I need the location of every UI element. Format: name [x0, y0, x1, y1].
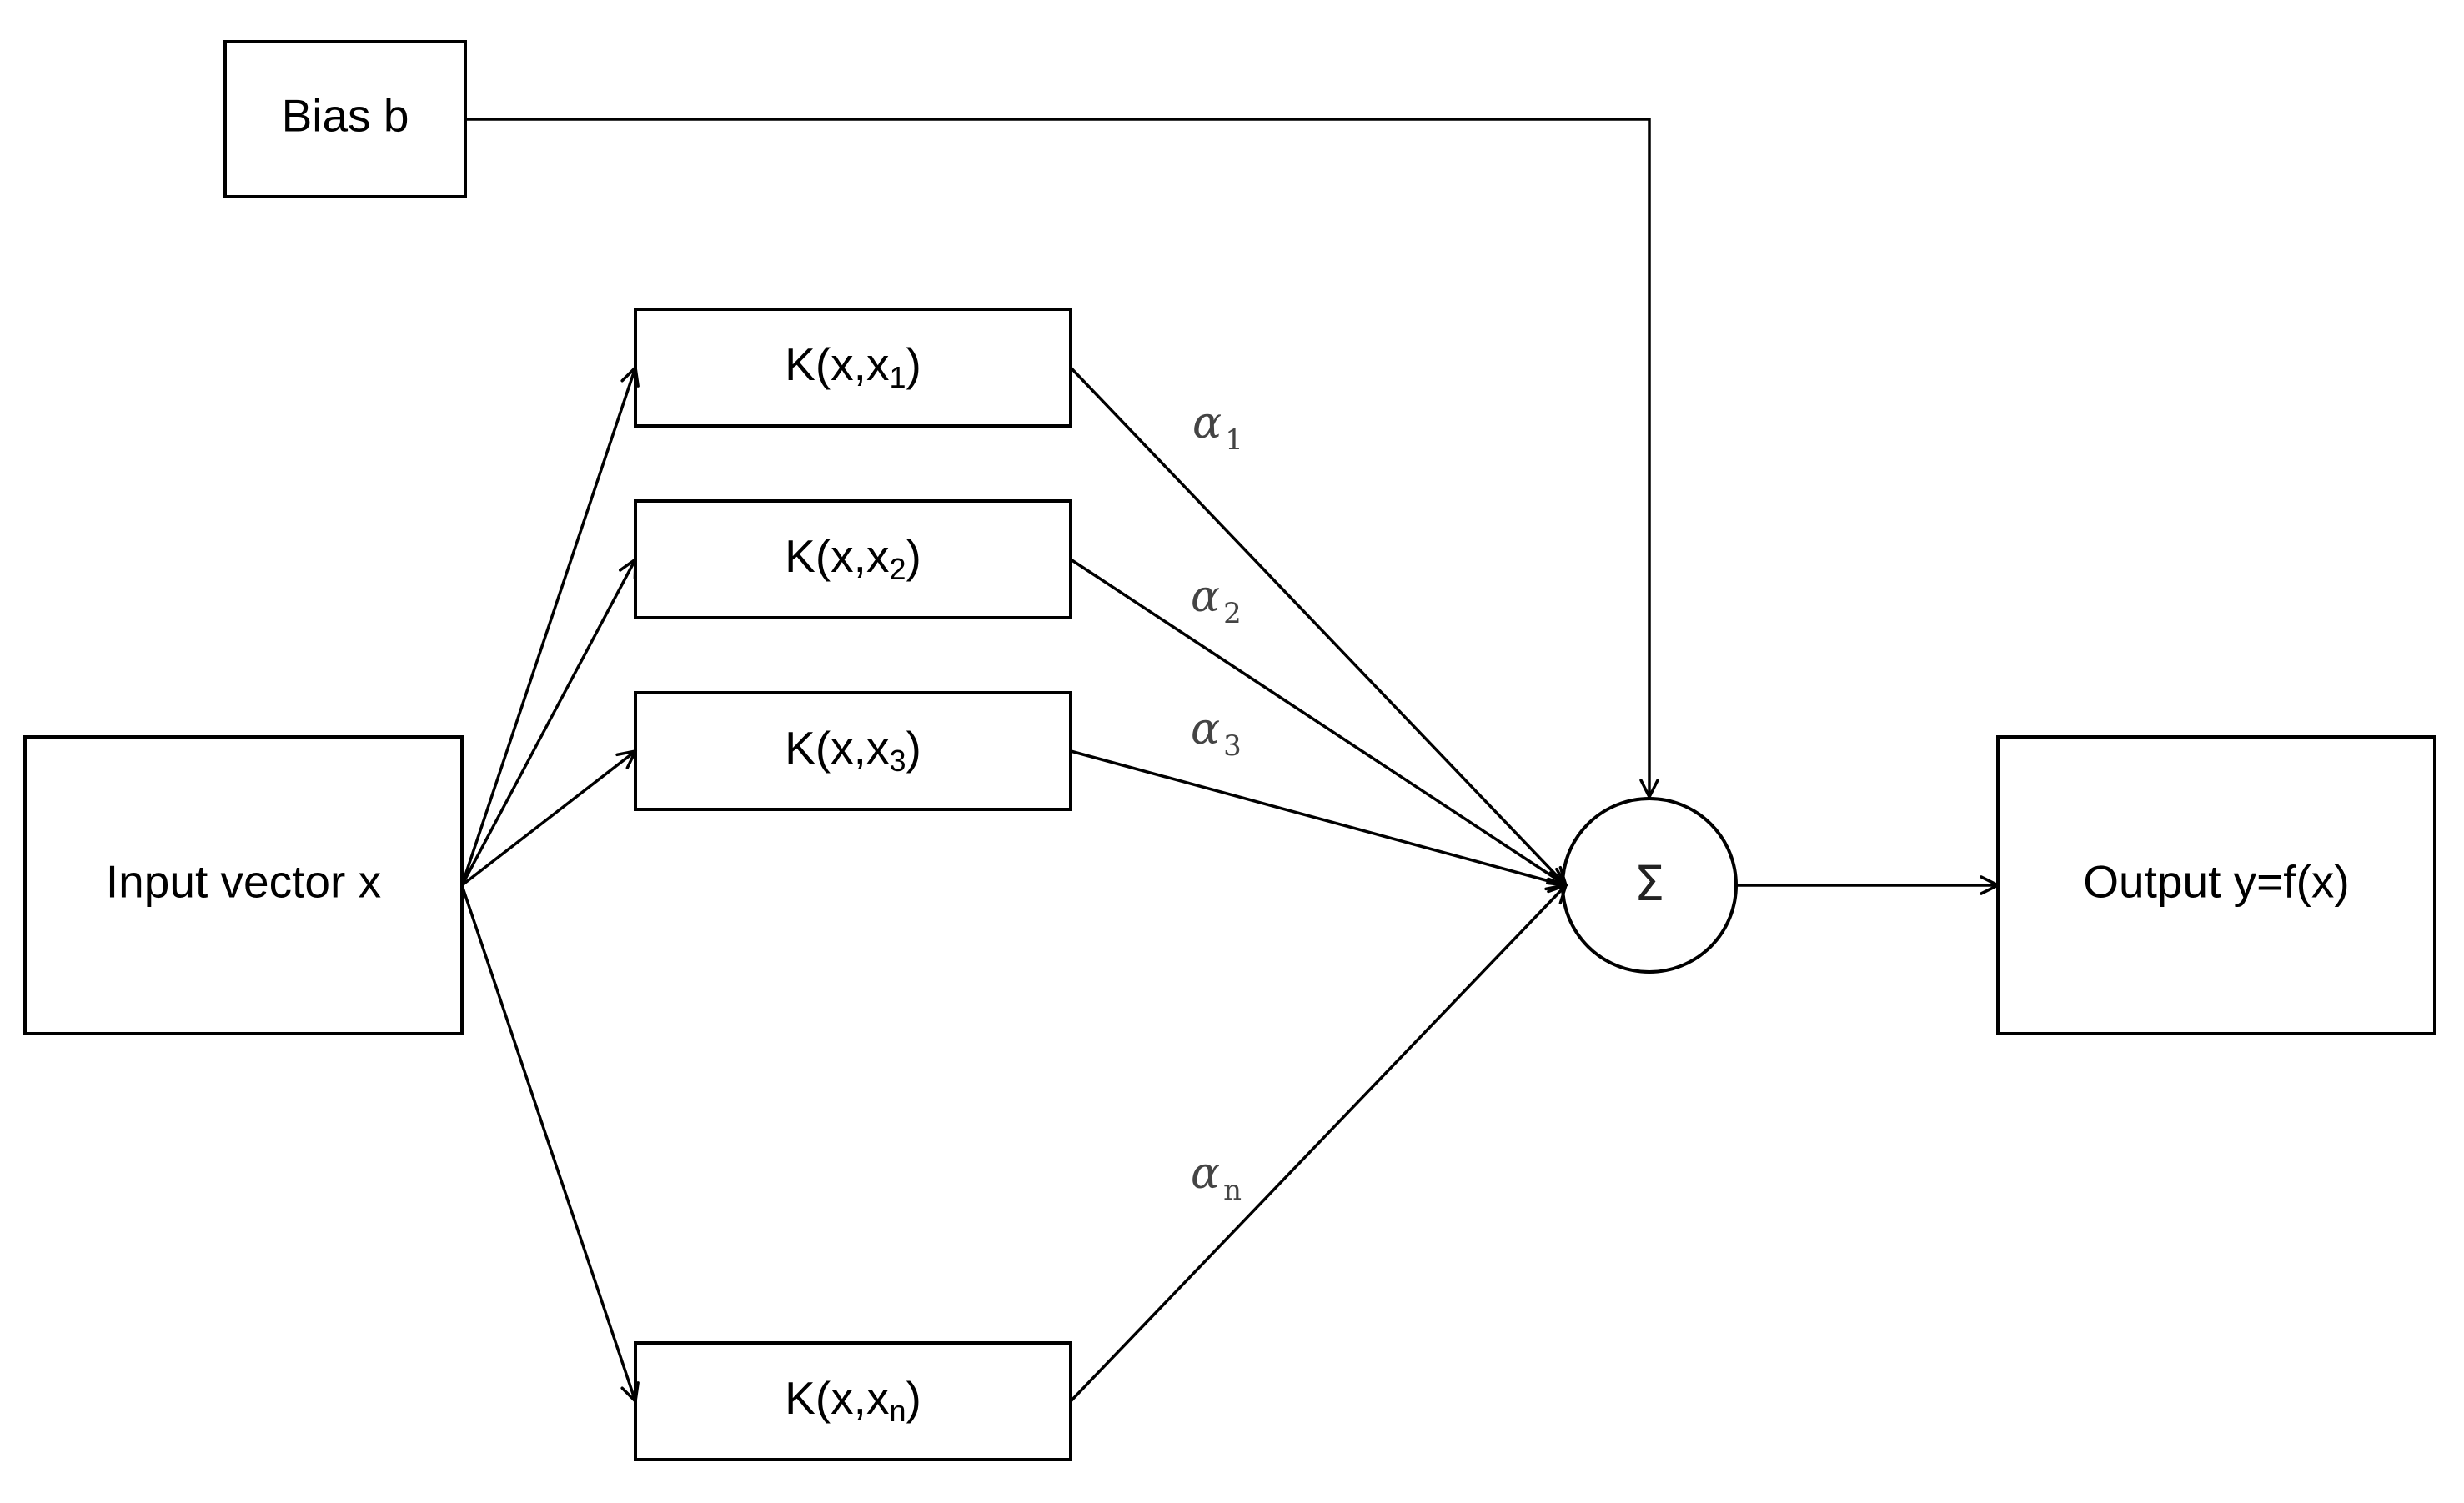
kernel-label-3: K(x,x3) [785, 722, 921, 778]
edge-kernel-2-sum [1070, 558, 1566, 885]
input-node: Input vector x [23, 735, 464, 1035]
edge-kernel-1-sum [1069, 366, 1566, 885]
bias-label: Bias b [282, 90, 409, 142]
edge-kernel-n-sum [1069, 885, 1566, 1403]
kernel-node-3: K(x,x3) [634, 691, 1072, 811]
bias-node: Bias b [223, 40, 467, 198]
edge-input-kernel-3 [460, 751, 635, 887]
edge-bias-sum [465, 118, 1649, 797]
kernel-node-1: K(x,x1) [634, 308, 1072, 428]
edge-input-kernel-2 [460, 559, 635, 886]
edge-input-kernel-n [460, 884, 635, 1401]
input-label: Input vector x [106, 856, 381, 908]
edge-input-kernel-1 [460, 368, 635, 886]
kernel-label-2: K(x,x2) [785, 530, 921, 586]
kernel-node-n: K(x,xn) [634, 1341, 1072, 1461]
sum-node: Σ [1561, 797, 1738, 974]
sum-symbol: Σ [1634, 855, 1665, 912]
kernel-label-1: K(x,x1) [785, 338, 921, 394]
edge-kernel-3-sum [1070, 749, 1564, 885]
kernel-node-2: K(x,x2) [634, 499, 1072, 619]
kernel-label-n: K(x,xn) [785, 1372, 921, 1428]
output-node: Output y=f(x) [1996, 735, 2436, 1035]
output-label: Output y=f(x) [2083, 856, 2349, 908]
